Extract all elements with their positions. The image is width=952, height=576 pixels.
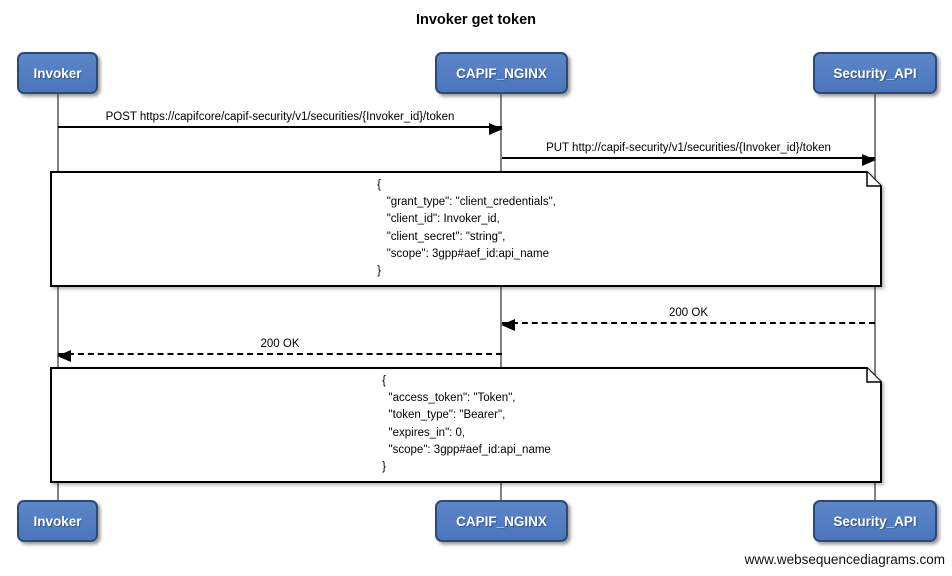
participant-security-api-top: Security_API <box>813 52 937 94</box>
participant-label: Invoker <box>33 65 82 81</box>
message-arrow-line <box>57 350 502 362</box>
note-request-body: { "grant_type": "client_credentials", "c… <box>50 171 883 288</box>
participant-invoker-bottom: Invoker <box>17 500 98 542</box>
note-json-text: { "grant_type": "client_credentials", "c… <box>377 179 556 278</box>
participant-label: CAPIF_NGINX <box>456 513 547 529</box>
note-response-body: { "access_token": "Token", "token_type":… <box>50 367 883 484</box>
message-label: POST https://capifcore/capif-security/v1… <box>105 111 455 123</box>
participant-label: Security_API <box>833 65 917 81</box>
websequencediagrams-credit: www.websequencediagrams.com <box>744 552 945 567</box>
note-shape <box>50 171 882 287</box>
arrowhead-left-icon <box>57 350 71 362</box>
message-label: 200 OK <box>669 307 708 319</box>
message-200-ok-security: 200 OK <box>501 305 875 331</box>
lifeline-invoker <box>57 93 59 501</box>
message-arrow-line <box>502 154 876 166</box>
message-label: 200 OK <box>260 338 300 350</box>
participant-label: CAPIF_NGINX <box>456 65 547 81</box>
note-json-text: { "access_token": "Token", "token_type":… <box>382 375 551 474</box>
message-arrow-line <box>501 319 875 331</box>
lifeline-security-api <box>874 93 876 501</box>
arrowhead-right-icon <box>862 154 876 166</box>
message-arrow-line <box>58 123 503 135</box>
participant-label: Invoker <box>33 513 82 529</box>
arrowhead-right-icon <box>489 123 503 135</box>
participant-invoker-top: Invoker <box>17 52 98 94</box>
message-label: PUT http://capif-security/v1/securities/… <box>546 142 831 154</box>
participant-capif-nginx-top: CAPIF_NGINX <box>435 52 568 94</box>
participant-security-api-bottom: Security_API <box>813 500 937 542</box>
note-shape <box>50 367 882 483</box>
arrowhead-left-icon <box>501 319 515 331</box>
message-put-token: PUT http://capif-security/v1/securities/… <box>502 140 876 166</box>
message-200-ok-capif: 200 OK <box>57 336 502 362</box>
lifeline-capif-nginx <box>500 93 502 501</box>
participant-label: Security_API <box>833 513 917 529</box>
diagram-title: Invoker get token <box>415 12 537 28</box>
message-post-token: POST https://capifcore/capif-security/v1… <box>58 109 503 135</box>
participant-capif-nginx-bottom: CAPIF_NGINX <box>435 500 568 542</box>
